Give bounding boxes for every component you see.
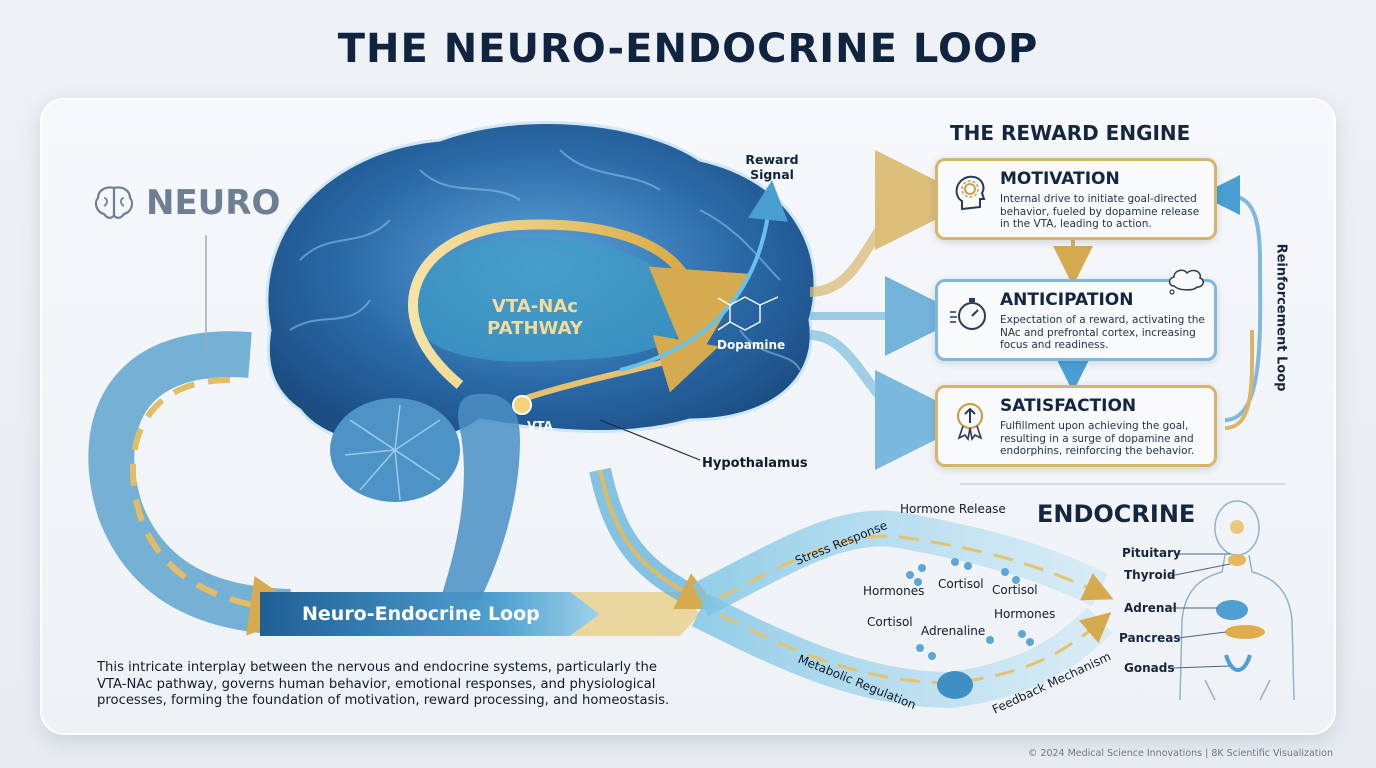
gland-label-pituitary: Pituitary [1122,546,1181,560]
anticipation-title: ANTICIPATION [1000,290,1134,310]
dopamine-molecule [717,296,779,331]
hypothalamus-label: Hypothalamus [702,456,808,471]
gland-organs [1216,520,1265,672]
gland-label-pancreas: Pancreas [1119,631,1181,645]
pathway-label: VTA-NAc PATHWAY [470,296,600,340]
left-loop-band [88,331,291,635]
head-gear-icon [955,175,986,211]
vta-nac-pathway-arc [408,219,749,389]
reward-signal-line1: Reward [745,152,799,167]
molecule-label-hormones: Hormones [994,607,1056,621]
hormone-release-label: Hormone Release [900,502,1006,516]
molecule-label-cortisol: Cortisol [938,577,984,591]
gland-label-gonads: Gonads [1124,661,1175,675]
brain-to-endocrine-arrow [589,467,705,610]
motivation-desc: Internal drive to initiate goal-directed… [1000,193,1200,230]
neuro-endocrine-loop-banner: Neuro-Endocrine Loop [302,603,540,625]
reinforcement-loop-arrow [1200,175,1263,422]
dopamine-label: Dopamine [717,338,786,352]
satisfaction-desc: Fulfillment upon achieving the goal, res… [1000,420,1195,457]
thought-cloud-icon [1168,269,1205,295]
vta-node [512,395,532,415]
footer-credit: © 2024 Medical Science Innovations | 8K … [1027,748,1333,759]
molecule-label-cortisol: Cortisol [867,615,913,629]
molecule-label-hormones: Hormones [863,584,925,598]
brain-illustration [265,121,817,600]
engine-arrow-to-motivation [809,150,975,297]
reward-signal-label: Reward Signal [740,152,804,182]
motivation-title: MOTIVATION [1000,169,1120,189]
gland-label-thyroid: Thyroid [1124,568,1176,582]
hypothalamus-pointer [599,419,701,461]
anticipation-desc: Expectation of a reward, activating the … [1000,314,1205,351]
gland-leader-lines [1169,553,1231,669]
bottom-banner-gold [570,592,700,636]
vta-label: VTA [527,419,553,433]
stopwatch-icon [950,298,986,330]
reinforcement-loop-label: Reinforcement Loop [1273,243,1289,392]
satisfaction-title: SATISFACTION [1000,396,1137,416]
molecule-label-adrenaline: Adrenaline [921,624,986,638]
upper-endocrine-stream [691,510,1109,617]
anticipation-card: ANTICIPATION Expectation of a reward, ac… [935,269,1217,361]
description-text: This intricate interplay between the ner… [97,660,670,708]
pathway-label-line1: VTA-NAc [492,296,578,317]
molecule-label-cortisol: Cortisol [992,583,1038,597]
bottom-banner-band [260,592,600,636]
neuro-label: NEURO [92,183,280,223]
reward-signal-arrow [619,180,788,372]
left-loop-gold-arrows [129,377,310,636]
reward-engine-title: THE REWARD ENGINE [950,121,1191,145]
molecule-icons [906,558,1034,660]
engine-arrow-to-satisfaction [809,330,975,470]
endocrine-title: ENDOCRINE [1037,500,1196,528]
gland-node [937,671,973,699]
page-title: THE NEURO-ENDOCRINE LOOP [337,26,1039,72]
gland-label-adrenal: Adrenal [1124,601,1177,615]
brain-icon [94,186,134,219]
neuro-label-text: NEURO [146,183,281,223]
satisfaction-card: SATISFACTION Fulfillment upon achieving … [935,385,1217,467]
pathway-return [519,334,719,403]
pathway-label-line2: PATHWAY [487,318,583,339]
motivation-card: MOTIVATION Internal drive to initiate go… [935,158,1217,240]
reward-signal-line2: Signal [750,167,794,182]
award-ribbon-icon [956,402,984,441]
